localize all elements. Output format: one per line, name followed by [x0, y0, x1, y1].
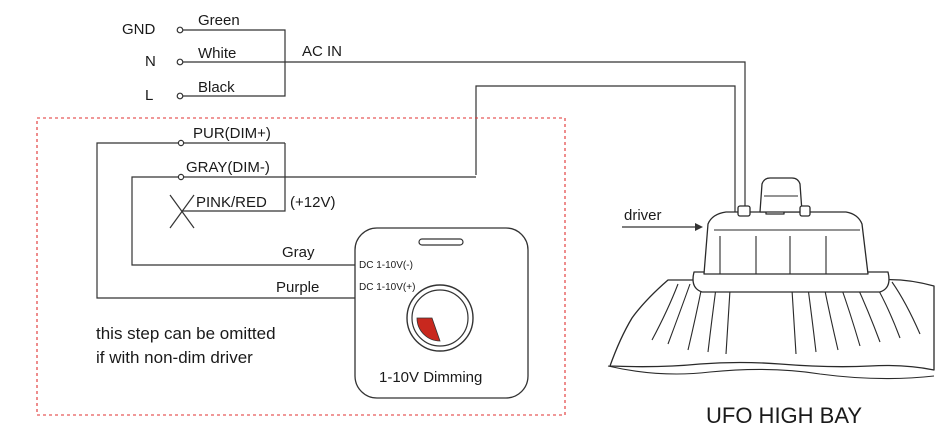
fixture-mount	[759, 177, 803, 213]
terminal-l-label: L	[145, 87, 153, 104]
driver-arrow-head	[695, 223, 703, 231]
fixture-driver-housing	[703, 211, 869, 275]
terminal-gnd-label: GND	[122, 21, 156, 38]
ufo-high-bay-fixture: driver	[607, 177, 935, 428]
omit-note-line2: if with non-dim driver	[96, 348, 253, 367]
dc-plus-label: DC 1-10V(+)	[359, 282, 415, 293]
gray-dim-minus-label: GRAY(DIM-)	[186, 159, 270, 176]
terminal-n-label: N	[145, 53, 156, 70]
ac-input-block: GND N L Green White Black AC IN	[122, 12, 746, 215]
dimming-section: PUR(DIM+) GRAY(DIM-) PINK/RED (+12V) Gra…	[36, 117, 566, 416]
product-name: UFO HIGH BAY	[706, 403, 862, 428]
wire-green-label: Green	[198, 12, 240, 29]
terminal-gnd-dot	[176, 26, 184, 34]
pink-red-label: PINK/RED	[196, 194, 267, 211]
omit-note-line1: this step can be omitted	[96, 324, 276, 343]
neutral-wire	[181, 61, 746, 215]
wire-purple-label: Purple	[276, 279, 319, 296]
driver-label: driver	[624, 207, 662, 224]
wire-gray-label: Gray	[282, 244, 315, 261]
dimming-section-border	[36, 117, 566, 416]
purple-wire	[96, 142, 358, 299]
pur-dim-plus-label: PUR(DIM+)	[193, 125, 271, 142]
dimmer-title: 1-10V Dimming	[379, 369, 482, 386]
live-wire	[475, 85, 736, 213]
gray-dot	[177, 173, 185, 181]
gray-wire	[131, 176, 476, 266]
fixture-heatsink	[692, 271, 890, 293]
fixture-reflector	[609, 278, 935, 371]
input-bracket-wire	[181, 29, 286, 97]
ac-in-label: AC IN	[302, 43, 342, 60]
fixture-rim	[607, 365, 935, 380]
dimmer-level-indicator	[416, 317, 441, 342]
pink-red-wire	[182, 143, 286, 212]
plus-12v-label: (+12V)	[290, 194, 335, 211]
dimmer-switch: DC 1-10V(-) DC 1-10V(+) 1-10V Dimming	[354, 227, 529, 399]
terminal-n-dot	[176, 58, 184, 66]
wire-black-label: Black	[198, 79, 235, 96]
dimmer-slot	[418, 238, 464, 246]
terminal-l-dot	[176, 92, 184, 100]
pur-dot	[177, 139, 185, 147]
dc-minus-label: DC 1-10V(-)	[359, 260, 413, 271]
wire-white-label: White	[198, 45, 236, 62]
capped-wire-x-icon	[169, 194, 195, 229]
